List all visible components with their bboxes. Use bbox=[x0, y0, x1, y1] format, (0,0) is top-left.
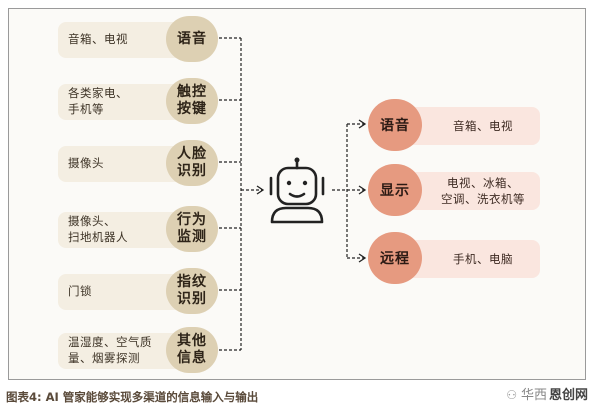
arrowhead-output-3 bbox=[358, 253, 367, 263]
input-method-badge: 其他 信息 bbox=[166, 327, 218, 373]
input-source-label: 摄像头 bbox=[68, 156, 104, 170]
output-device-label: 电视、冰箱、 空调、洗衣机等 bbox=[441, 176, 525, 206]
input-row-face: 摄像头 人脸 识别 bbox=[58, 140, 242, 186]
input-row-touch: 各类家电、 手机等 触控 按键 bbox=[58, 78, 242, 124]
output-row-display: 显示 电视、冰箱、 空调、洗衣机等 bbox=[368, 164, 540, 216]
input-row-behavior: 摄像头、 扫地机器人 行为 监测 bbox=[58, 206, 242, 252]
robot-icon bbox=[269, 157, 325, 224]
input-source-label: 摄像头、 扫地机器人 bbox=[68, 214, 128, 244]
watermark-main: 恩创网 bbox=[548, 388, 588, 403]
arrowhead-output-1 bbox=[358, 119, 367, 129]
output-method-badge: 远程 bbox=[368, 232, 422, 284]
output-device-label: 音箱、电视 bbox=[453, 119, 513, 133]
watermark-faint: 华西 bbox=[520, 388, 547, 403]
input-row-voice: 音箱、电视 语音 bbox=[58, 16, 242, 62]
output-device-label: 手机、电脑 bbox=[453, 252, 513, 266]
input-source-label: 门锁 bbox=[68, 284, 92, 298]
input-row-other: 温湿度、空气质 量、烟雾探测 其他 信息 bbox=[58, 327, 242, 373]
input-source-label: 温湿度、空气质 量、烟雾探测 bbox=[68, 335, 152, 365]
figure-caption: 图表4: AI 管家能够实现多渠道的信息输入与输出 bbox=[6, 390, 259, 404]
input-method-badge: 行为 监测 bbox=[166, 206, 218, 252]
output-method-badge: 显示 bbox=[368, 164, 422, 216]
output-row-remote: 远程 手机、电脑 bbox=[368, 232, 540, 284]
input-source-label: 各类家电、 手机等 bbox=[68, 86, 128, 116]
arrowhead-robot bbox=[256, 185, 265, 195]
output-method-badge: 语音 bbox=[368, 99, 422, 151]
watermark: ⚇华西恩创网 bbox=[506, 384, 588, 403]
wechat-icon: ⚇ bbox=[506, 388, 517, 402]
input-method-badge: 指纹 识别 bbox=[166, 268, 218, 314]
input-method-badge: 语音 bbox=[166, 16, 218, 62]
input-row-fingerprint: 门锁 指纹 识别 bbox=[58, 268, 242, 314]
input-method-badge: 人脸 识别 bbox=[166, 140, 218, 186]
input-source-label: 音箱、电视 bbox=[68, 32, 128, 46]
input-method-badge: 触控 按键 bbox=[166, 78, 218, 124]
output-row-voice: 语音 音箱、电视 bbox=[368, 99, 540, 151]
arrowhead-output-2 bbox=[358, 185, 367, 195]
